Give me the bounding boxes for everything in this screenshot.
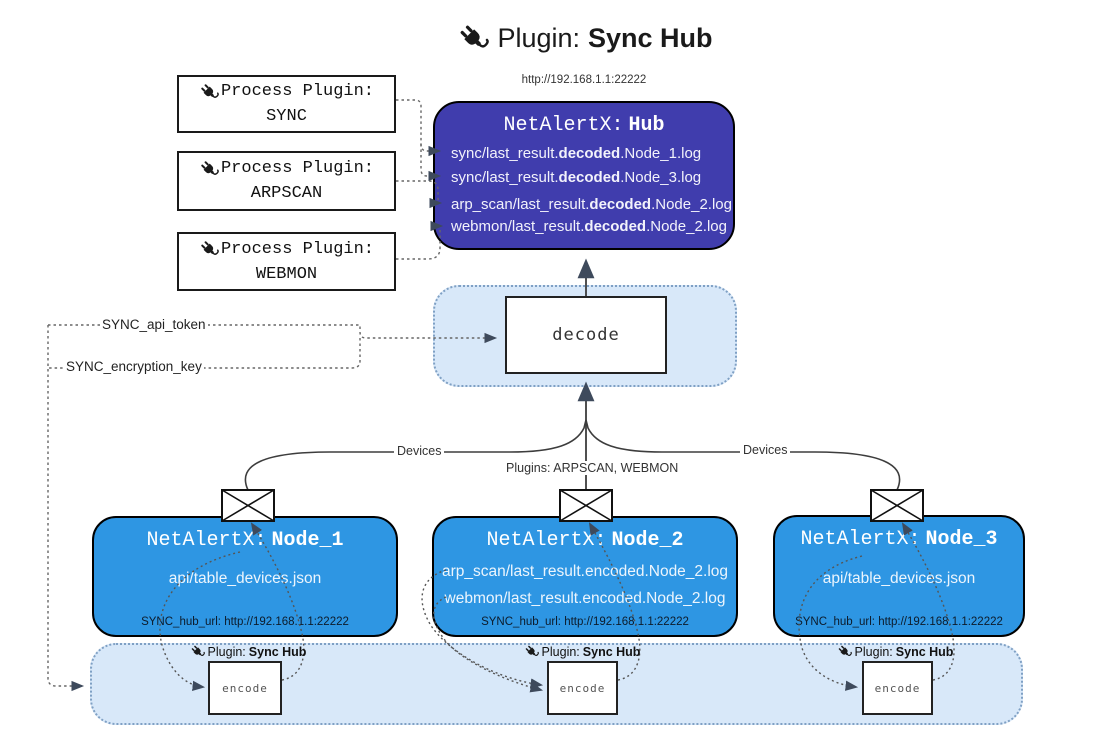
plug-icon (837, 644, 852, 659)
node-3-box: NetAlertX:Node_3 api/table_devices.json … (773, 515, 1025, 637)
encode-box-2: encode (547, 661, 618, 715)
hub-name-bold: Hub (628, 114, 665, 137)
decode-label: decode (552, 325, 620, 345)
process-plugin-label: Process Plugin: (220, 159, 375, 178)
page-title-label: Plugin: (497, 22, 581, 53)
plugins-label-mid: Plugins: ARPSCAN, WEBMON (503, 461, 682, 475)
process-plugin-name: ARPSCAN (250, 184, 323, 203)
hub-log-line: sync/last_result.decoded.Node_3.log (451, 169, 702, 186)
node-title: NetAlertX:Node_1 (146, 529, 344, 552)
node-title: NetAlertX:Node_2 (486, 529, 684, 552)
process-plugin-name: SYNC (266, 107, 307, 126)
hub-url: http://192.168.1.1:22222 (521, 74, 647, 86)
node-1-box: NetAlertX:Node_1 api/table_devices.json … (92, 516, 398, 637)
plug-icon (524, 644, 539, 659)
node-file: api/table_devices.json (168, 570, 322, 587)
devices-label-left: Devices (394, 444, 445, 458)
node-file: api/table_devices.json (822, 570, 976, 587)
encode-box-3: encode (862, 661, 933, 715)
hub-log-line: sync/last_result.decoded.Node_1.log (451, 145, 702, 162)
node-file: arp_scan/last_result.encoded.Node_2.log (441, 563, 729, 580)
sync-encryption-key-label: SYNC_encryption_key (64, 359, 204, 374)
devices-label-right: Devices (740, 443, 791, 457)
edge-encryption-key-to-band (47, 325, 85, 692)
plug-icon (457, 22, 489, 54)
plug-icon (199, 159, 219, 179)
plug-icon (190, 644, 205, 659)
hub-name: NetAlertX: (503, 114, 624, 137)
node-footer: SYNC_hub_url: http://192.168.1.1:22222 (481, 616, 689, 628)
node-title: NetAlertX:Node_3 (800, 528, 998, 551)
plug-icon (199, 82, 219, 102)
page-title: Plugin: Sync Hub (400, 16, 770, 60)
process-plugin-webmon: Process Plugin: WEBMON (177, 232, 396, 291)
process-plugin-name: WEBMON (255, 264, 318, 284)
encode-box-1: encode (208, 661, 282, 715)
encode-plugin-label: Plugin:Sync Hub (519, 644, 645, 659)
encode-plugin-label: Plugin:Sync Hub (832, 644, 958, 659)
encode-label: encode (559, 681, 606, 695)
process-plugin-label: Process Plugin: (220, 82, 375, 101)
encode-plugin-label: Plugin:Sync Hub (185, 644, 311, 659)
node-footer: SYNC_hub_url: http://192.168.1.1:22222 (141, 616, 349, 628)
sync-api-token-label: SYNC_api_token (100, 317, 208, 332)
process-plugin-sync: Process Plugin: SYNC (177, 75, 396, 133)
node-footer: SYNC_hub_url: http://192.168.1.1:22222 (795, 616, 1003, 628)
hub-log-line: webmon/last_result.decoded.Node_2.log (451, 218, 727, 235)
process-plugin-label: Process Plugin: (220, 239, 375, 259)
page-title-bold: Sync Hub (588, 22, 713, 53)
decode-box: decode (505, 296, 667, 374)
node-file: webmon/last_result.encoded.Node_2.log (444, 590, 726, 607)
hub-title: NetAlertX:Hub (435, 114, 733, 137)
plug-icon (199, 239, 219, 259)
hub-box: NetAlertX:Hub sync/last_result.decoded.N… (433, 101, 735, 250)
encode-label: encode (874, 681, 921, 695)
process-plugin-arpscan: Process Plugin: ARPSCAN (177, 151, 396, 211)
encode-label: encode (222, 681, 268, 695)
node-2-box: NetAlertX:Node_2 arp_scan/last_result.en… (432, 516, 738, 637)
hub-log-line: arp_scan/last_result.decoded.Node_2.log (451, 196, 732, 213)
